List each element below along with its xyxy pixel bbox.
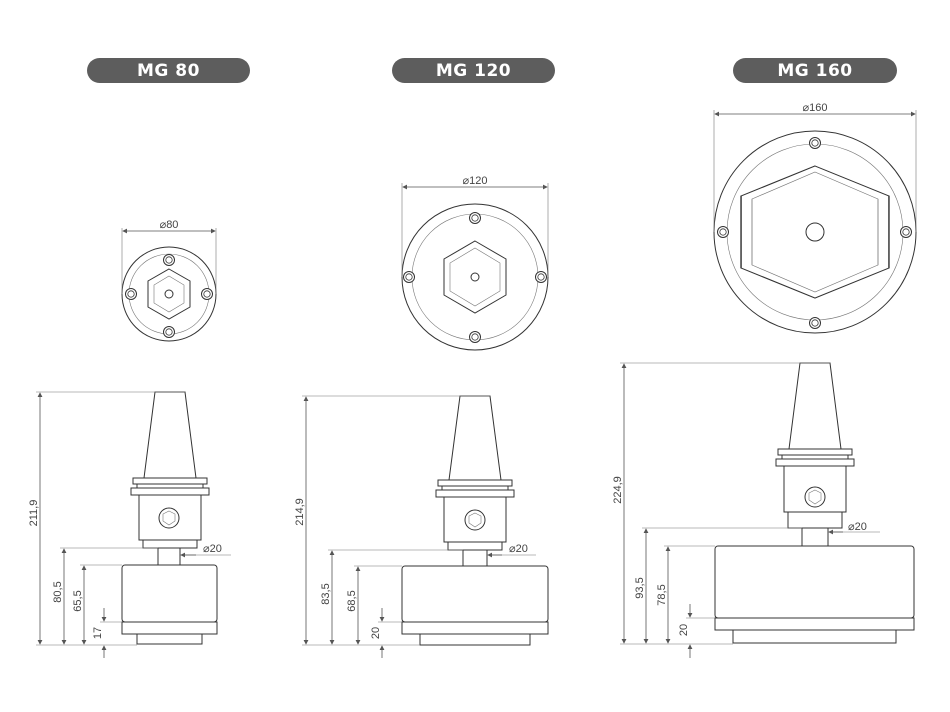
svg-text:⌀80: ⌀80 (160, 219, 179, 231)
mg80-side-view: 211,9 80,5 65,5 17 ⌀20 (28, 391, 231, 658)
mg160-bore: 20 (855, 521, 867, 533)
svg-text:⌀20: ⌀20 (509, 543, 528, 555)
mg160-total-height: 224,9 (612, 476, 624, 504)
mg160-top-view: ⌀160 (713, 102, 917, 334)
model-badge-mg120: MG 120 (392, 58, 555, 83)
mg80-top-view: ⌀80 (121, 219, 217, 342)
model-badge-mg80: MG 80 (87, 58, 250, 83)
mg80-h3: 17 (92, 627, 104, 639)
mg120-diameter-label: 120 (469, 175, 487, 187)
mg80-bore: 20 (210, 543, 222, 555)
mg120-h1: 83,5 (320, 583, 332, 604)
mg80-diameter-label: 80 (166, 219, 178, 231)
mg160-diameter-label: 160 (809, 102, 827, 114)
mg120-top-view: ⌀120 (401, 175, 549, 351)
model-badge-mg160: MG 160 (733, 58, 897, 83)
mg120-h2: 68,5 (346, 590, 358, 611)
mg160-h3: 20 (678, 624, 690, 636)
mg80-h2: 65,5 (72, 590, 84, 611)
svg-text:⌀160: ⌀160 (803, 102, 828, 114)
mg160-h2: 78,5 (656, 584, 668, 605)
svg-text:⌀20: ⌀20 (848, 521, 867, 533)
svg-text:⌀120: ⌀120 (463, 175, 488, 187)
svg-text:⌀20: ⌀20 (203, 543, 222, 555)
mg80-h1: 80,5 (52, 581, 64, 602)
mg80-total-height: 211,9 (28, 500, 40, 527)
mg160-h1: 93,5 (634, 577, 646, 598)
mg120-bore: 20 (516, 543, 528, 555)
mg120-total-height: 214,9 (294, 498, 306, 526)
mg160-side-view: 224,9 93,5 78,5 20 ⌀20 (612, 362, 915, 658)
mg120-h3: 20 (370, 627, 382, 639)
mg120-side-view: 214,9 83,5 68,5 20 ⌀20 (294, 395, 549, 658)
